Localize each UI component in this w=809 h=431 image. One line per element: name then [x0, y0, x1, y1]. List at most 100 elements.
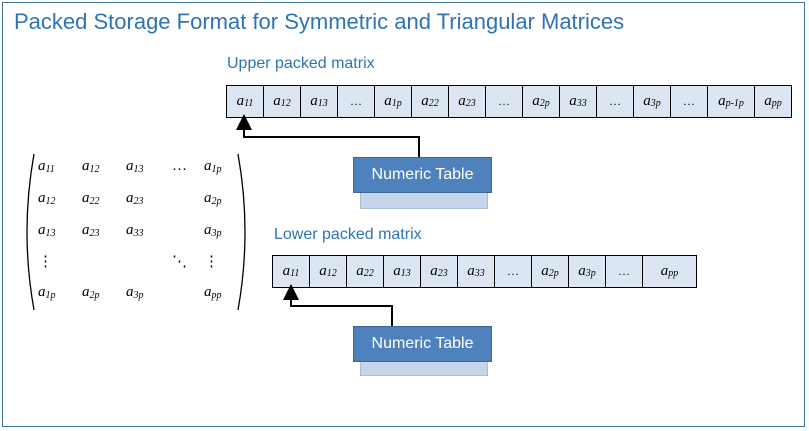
upper-packed-cell-base: a [273, 93, 281, 109]
matrix-entry-subscript: 3p [211, 228, 222, 239]
matrix-entry-subscript: 1p [211, 164, 222, 175]
lower-packed-cell-subscript: pp [668, 268, 679, 279]
upper-packed-cell-base: … [683, 94, 695, 108]
matrix-entry-subscript: 3p [133, 290, 144, 301]
matrix-entry-base: a [82, 158, 90, 174]
diagram-title: Packed Storage Format for Symmetric and … [14, 9, 625, 34]
matrix-entry-base: a [126, 284, 134, 300]
matrix-entry: a11 [38, 158, 55, 175]
lower-packed-cell-subscript: 23 [437, 268, 448, 279]
left-paren [26, 153, 35, 311]
matrix-entry-subscript: 12 [45, 196, 56, 207]
upper-packed-cell-subscript: 2p [539, 98, 550, 109]
upper-packed-cell-base: … [498, 94, 510, 108]
matrix-entry-base: a [126, 158, 134, 174]
upper-packed-cell-subscript: 23 [465, 98, 476, 109]
upper-packed-cell-base: a [458, 93, 466, 109]
upper-packed-cell-base: … [609, 94, 621, 108]
matrix-entry-base: a [204, 158, 212, 174]
matrix-entry-base: a [204, 222, 212, 238]
upper-packed-cell-base: a [532, 93, 540, 109]
lower-packed-cell-subscript: 11 [290, 268, 300, 279]
matrix-entry: a12 [82, 158, 100, 175]
right-paren [237, 153, 246, 311]
matrix-entry-base: a [82, 190, 90, 206]
upper-packed-cell-subscript: 12 [280, 98, 291, 109]
matrix-entry: a13 [126, 158, 144, 175]
lower-packed-cell-base: … [618, 264, 630, 278]
lower-packed-cell: … [494, 255, 532, 288]
lower-packed-cell-base: a [660, 263, 669, 279]
matrix-entry-base: ⋮ [204, 254, 219, 270]
upper-packed-cell-base: a [643, 93, 651, 109]
upper-packed-cell-base: a [569, 93, 577, 109]
upper-packed-cell: … [670, 85, 708, 118]
matrix-entry-base: ⋮ [38, 254, 53, 270]
upper-packed-cell-subscript: pp [771, 98, 782, 109]
lower-packed-label: Lower packed matrix [274, 226, 422, 243]
matrix-entry-subscript: 22 [89, 196, 100, 207]
matrix-entry-subscript: 13 [45, 228, 56, 239]
upper-arrow [236, 114, 420, 157]
upper-packed-cell-base: a [718, 93, 726, 109]
upper-packed-cell: … [337, 85, 375, 118]
lower-packed-cell-base: a [319, 263, 327, 279]
upper-packed-cell-subscript: 13 [317, 98, 328, 109]
matrix-entry: a13 [38, 222, 56, 239]
lower-packed-cell-base: a [430, 263, 438, 279]
matrix-entry-subscript: 12 [89, 164, 100, 175]
upper-packed-label: Upper packed matrix [227, 55, 375, 72]
lower-packed-cell-base: a [467, 263, 475, 279]
lower-packed-cell-base: a [393, 263, 401, 279]
matrix-entry-base: ⋱ [172, 254, 187, 270]
matrix-entry-base: a [38, 222, 46, 238]
matrix-entry-subscript: 33 [133, 228, 144, 239]
upper-packed-cell: … [596, 85, 634, 118]
matrix-entry: a33 [126, 222, 144, 239]
matrix-brackets [26, 153, 246, 311]
matrix-entry-base: a [126, 190, 134, 206]
matrix-entry: a12 [38, 190, 56, 207]
upper-packed-cell-base: a [236, 93, 245, 109]
matrix-entry-subscript: 13 [133, 164, 144, 175]
matrix-entry-subscript: 2p [89, 290, 100, 301]
upper-packed-cell-subscript: 22 [428, 98, 439, 109]
matrix-entry: app [204, 284, 222, 301]
upper-packed-cell-subscript: 11 [244, 98, 254, 109]
matrix-entry: a3p [204, 222, 222, 239]
upper-packed-cell-subscript: 1p [391, 98, 402, 109]
lower-packed-cell-base: a [541, 263, 549, 279]
matrix-entry: a2p [82, 284, 100, 301]
lower-packed-cell-subscript: 3p [585, 268, 596, 279]
matrix-entry-base: a [38, 190, 46, 206]
upper-packed-cell-subscript: 33 [576, 98, 587, 109]
lower-arrow [283, 284, 393, 326]
matrix-entry: a1p [38, 284, 56, 301]
lower-packed-cell-base: a [282, 263, 291, 279]
upper-packed-cell-base: … [350, 94, 362, 108]
lower-packed-cell-base: a [356, 263, 364, 279]
matrix-entry-base: … [172, 158, 187, 174]
matrix-entry: … [172, 158, 187, 175]
matrix-entry: a23 [126, 190, 144, 207]
matrix-entry-base: a [82, 284, 90, 300]
matrix-entry: ⋮ [38, 252, 53, 271]
matrix-entry-subscript: pp [211, 290, 222, 301]
matrix-entry-base: a [204, 284, 212, 300]
matrix-entry-base: a [82, 222, 90, 238]
upper-packed-cell: … [485, 85, 523, 118]
matrix-entry: a2p [204, 190, 222, 207]
